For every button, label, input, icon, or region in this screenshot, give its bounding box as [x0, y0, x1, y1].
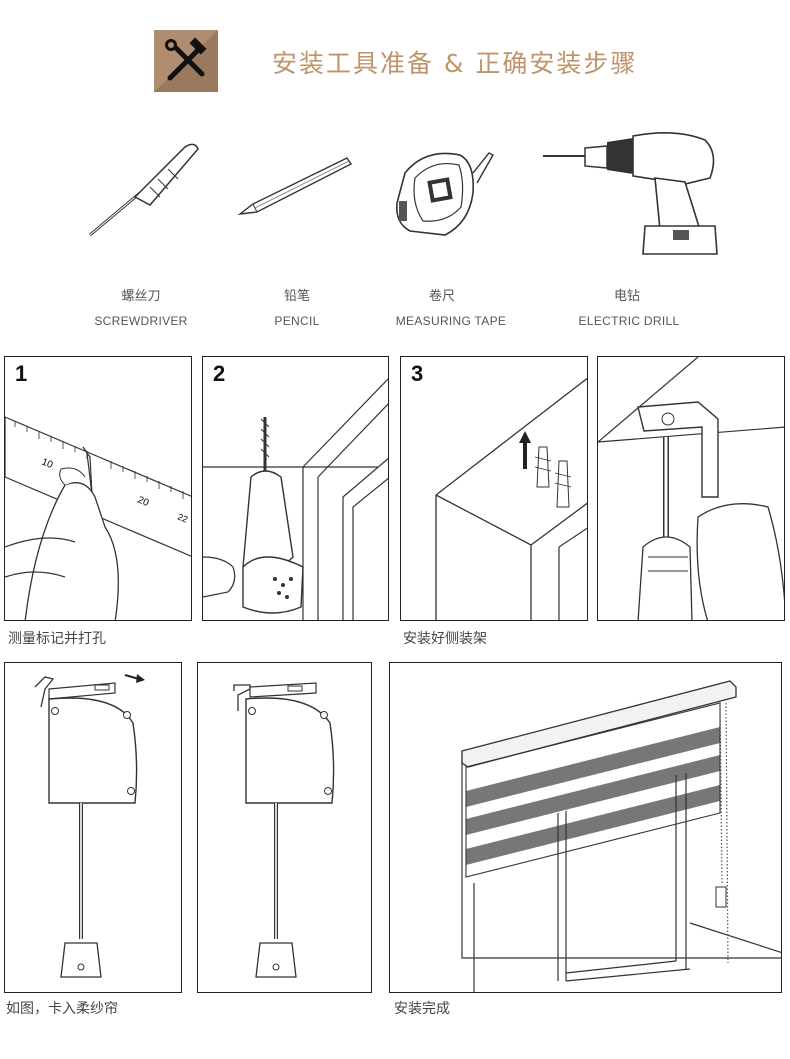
- tool-label-en-screwdriver: SCREWDRIVER: [94, 314, 188, 328]
- tools-icon: [154, 30, 218, 92]
- clipped-illustration: [233, 682, 335, 978]
- caption-done: 安装完成: [394, 1001, 450, 1017]
- drill-illustration: [203, 378, 388, 620]
- installed-blind-illustration: [461, 680, 781, 992]
- tool-label-en-pencil: PENCIL: [274, 314, 320, 328]
- step-4-panel: [597, 356, 785, 621]
- caption-measure: 测量标记并打孔: [8, 631, 106, 647]
- step-number: 2: [213, 361, 226, 386]
- wall-anchor-illustration: [435, 377, 587, 620]
- finished-panel: [389, 662, 782, 993]
- tool-label-en-tape: MEASURING TAPE: [395, 314, 507, 328]
- step-2-panel: 2: [202, 356, 389, 621]
- caption-bracket: 安装好侧装架: [403, 631, 487, 647]
- ruler-tick-22: 22: [176, 512, 189, 525]
- electric-drill-icon: [535, 130, 725, 260]
- clip-before-panel: [4, 662, 182, 993]
- ruler-tick-10: 10: [40, 457, 55, 472]
- step-number: 1: [15, 361, 28, 386]
- tool-label-cn-drill: 电钻: [613, 289, 640, 304]
- tape-measure-icon: [385, 143, 500, 243]
- caption-clip: 如图，卡入柔纱帘: [6, 1001, 118, 1017]
- ruler-tick-20: 20: [136, 495, 151, 510]
- pencil-icon: [235, 152, 355, 222]
- clip-after-panel: [197, 662, 372, 993]
- measure-illustration: 10 20 22: [5, 416, 191, 620]
- clip-in-illustration: [34, 674, 145, 978]
- step-1-panel: 10 20 22 1: [4, 356, 192, 621]
- page-title: 安装工具准备 & 正确安装步骤: [272, 49, 638, 78]
- tool-label-cn-screwdriver: 螺丝刀: [121, 289, 161, 304]
- screwdriver-icon: [80, 135, 205, 245]
- bracket-screw-illustration: [598, 357, 784, 620]
- tool-label-cn-tape: 卷尺: [428, 289, 455, 304]
- step-3-panel: 3: [400, 356, 588, 621]
- tool-label-cn-pencil: 铅笔: [283, 289, 310, 304]
- step-number: 3: [411, 361, 424, 386]
- tool-label-en-drill: ELECTRIC DRILL: [578, 314, 680, 328]
